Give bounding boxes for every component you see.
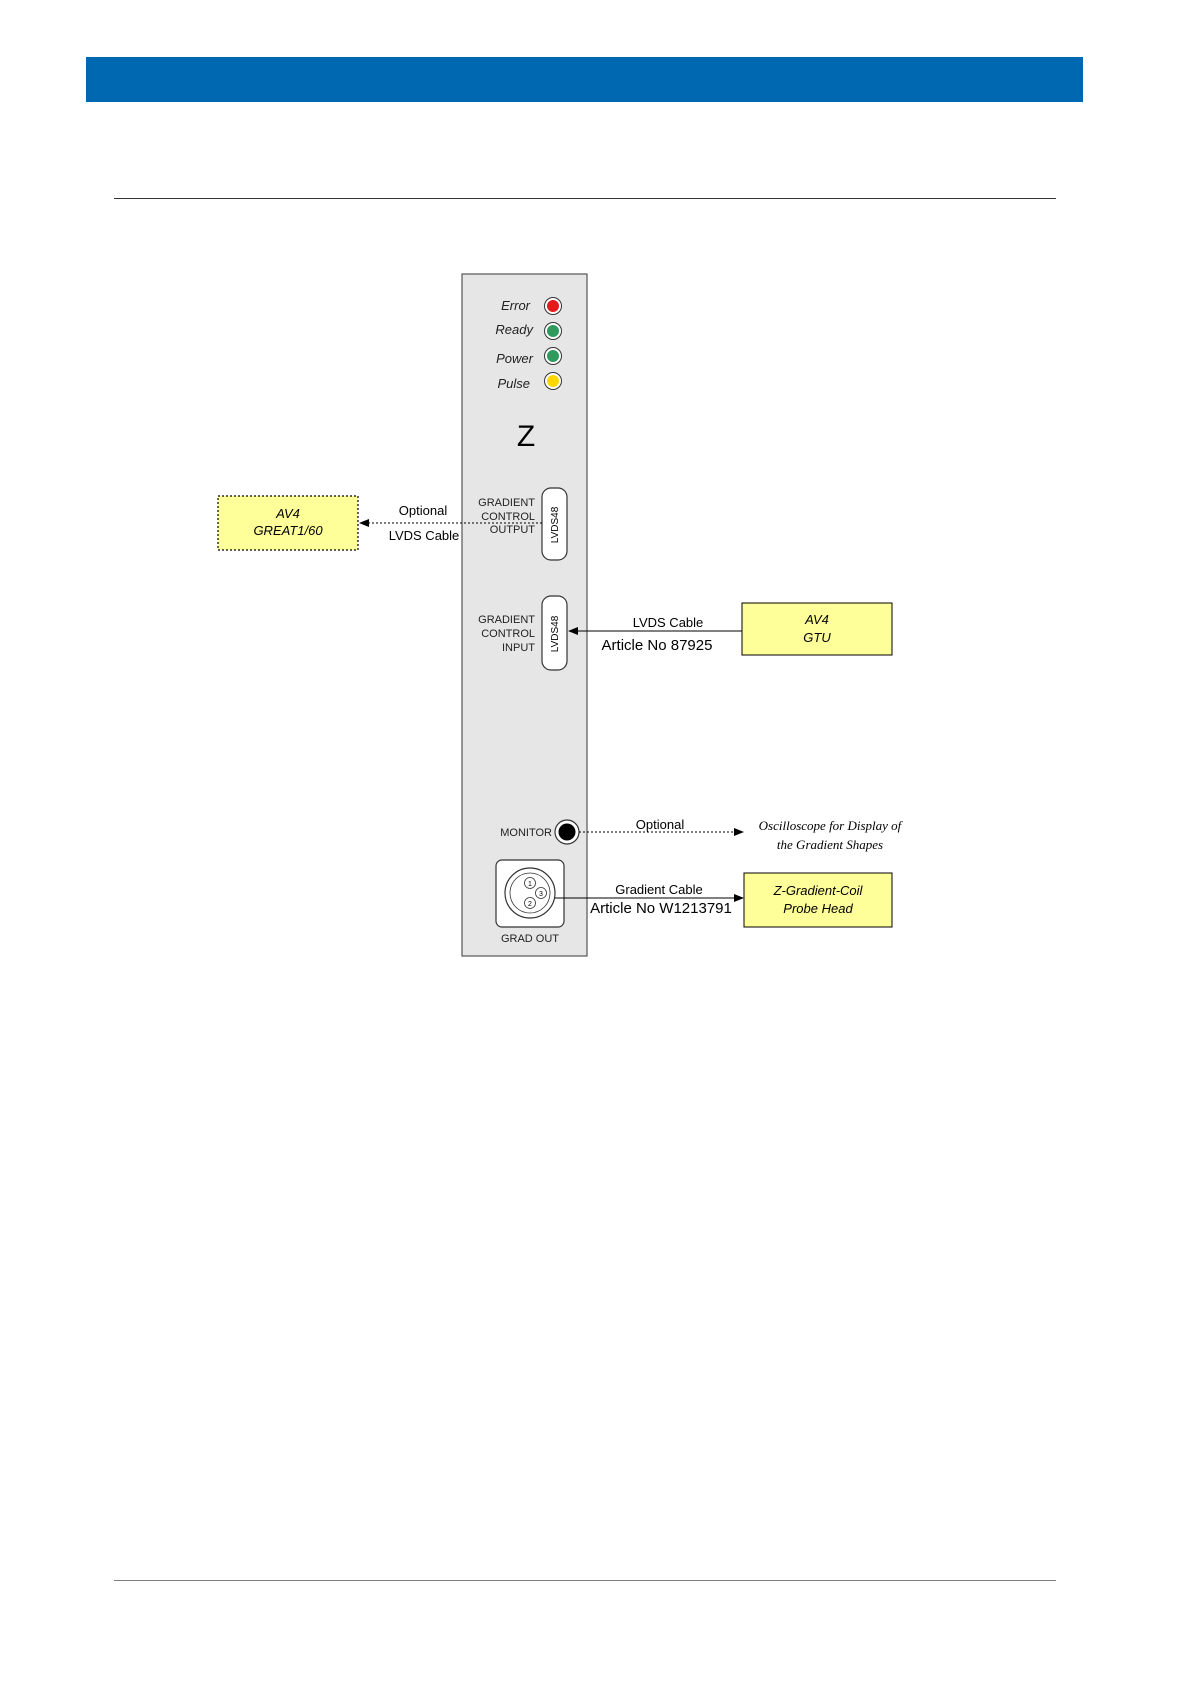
- monitor-optional-label: Optional: [636, 817, 685, 832]
- led-label-error: Error: [501, 298, 531, 313]
- pin-3-label: 3: [539, 891, 543, 898]
- led-error-icon: [547, 300, 559, 312]
- gradient-output-line2: CONTROL: [481, 511, 535, 523]
- gradient-cable-label: Gradient Cable: [615, 882, 702, 897]
- gradient-input-line2: CONTROL: [481, 628, 535, 640]
- box-coil: [744, 873, 892, 927]
- lvds-input-connector-label: LVDS48: [550, 615, 561, 652]
- gradient-input-line1: GRADIENT: [478, 614, 535, 626]
- led-power-icon: [547, 350, 559, 362]
- box-great-line1: AV4: [275, 506, 300, 521]
- box-coil-line1: Z-Gradient-Coil: [773, 883, 864, 898]
- input-article-label: Article No 87925: [602, 637, 713, 654]
- led-label-pulse: Pulse: [497, 376, 530, 391]
- oscilloscope-line2: the Gradient Shapes: [777, 837, 883, 852]
- led-label-ready: Ready: [495, 322, 534, 337]
- input-cable-label: LVDS Cable: [633, 615, 704, 630]
- grad-out-label: GRAD OUT: [501, 933, 559, 945]
- led-pulse-icon: [547, 375, 559, 387]
- gradient-article-label: Article No W1213791: [590, 900, 732, 917]
- oscilloscope-line1: Oscilloscope for Display of: [759, 818, 904, 833]
- pin-2-label: 2: [528, 901, 532, 908]
- box-gtu: [742, 603, 892, 655]
- led-ready-icon: [547, 325, 559, 337]
- grad-out-connector: 1 2 3: [496, 860, 564, 927]
- box-coil-line2: Probe Head: [783, 901, 853, 916]
- box-gtu-line1: AV4: [804, 612, 829, 627]
- monitor-label: MONITOR: [500, 827, 552, 839]
- lvds-output-connector-label: LVDS48: [550, 506, 561, 543]
- output-optional-label: Optional: [399, 503, 448, 518]
- monitor-jack-icon: [559, 824, 576, 841]
- gradient-output-line1: GRADIENT: [478, 497, 535, 509]
- output-cable-label: LVDS Cable: [389, 528, 460, 543]
- axis-label: Z: [517, 420, 535, 453]
- gradient-output-line3: OUTPUT: [490, 524, 536, 536]
- gradient-input-line3: INPUT: [502, 642, 535, 654]
- led-label-power: Power: [496, 351, 534, 366]
- box-gtu-line2: GTU: [803, 630, 831, 645]
- box-great-line2: GREAT1/60: [253, 523, 323, 538]
- pin-1-label: 1: [528, 881, 532, 888]
